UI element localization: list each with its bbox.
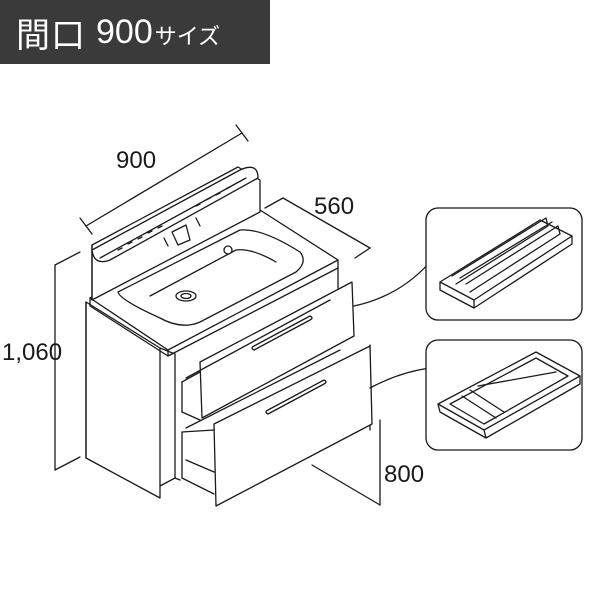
callout-upper — [353, 261, 431, 307]
dimension-width-label: 900 — [116, 147, 156, 174]
title-label: 間口 — [16, 16, 86, 55]
sink-basin — [117, 229, 304, 326]
storage-tray-icon — [437, 351, 581, 439]
dimension-depth-top-line — [264, 197, 371, 259]
faucet-icon — [163, 217, 201, 247]
dimension-depth-top-label: 560 — [314, 193, 354, 220]
dimension-width-line — [79, 124, 249, 235]
upper-drawer — [181, 281, 355, 421]
title-size-suffix: サイズ — [154, 24, 221, 49]
lower-drawer — [181, 345, 373, 507]
dimension-height-label: 1,060 — [2, 339, 62, 366]
title-size-value: 900 — [96, 12, 153, 51]
divider-tray-icon — [439, 217, 573, 309]
dimension-depth-floor-line — [311, 419, 381, 506]
dimension-depth-floor-label: 800 — [384, 461, 424, 488]
detail-box-upper — [425, 207, 583, 321]
dimension-height-line — [54, 251, 81, 471]
title-bar: 間口 900 サイズ — [0, 0, 270, 64]
callout-lower — [369, 367, 431, 389]
detail-box-lower — [425, 339, 583, 451]
